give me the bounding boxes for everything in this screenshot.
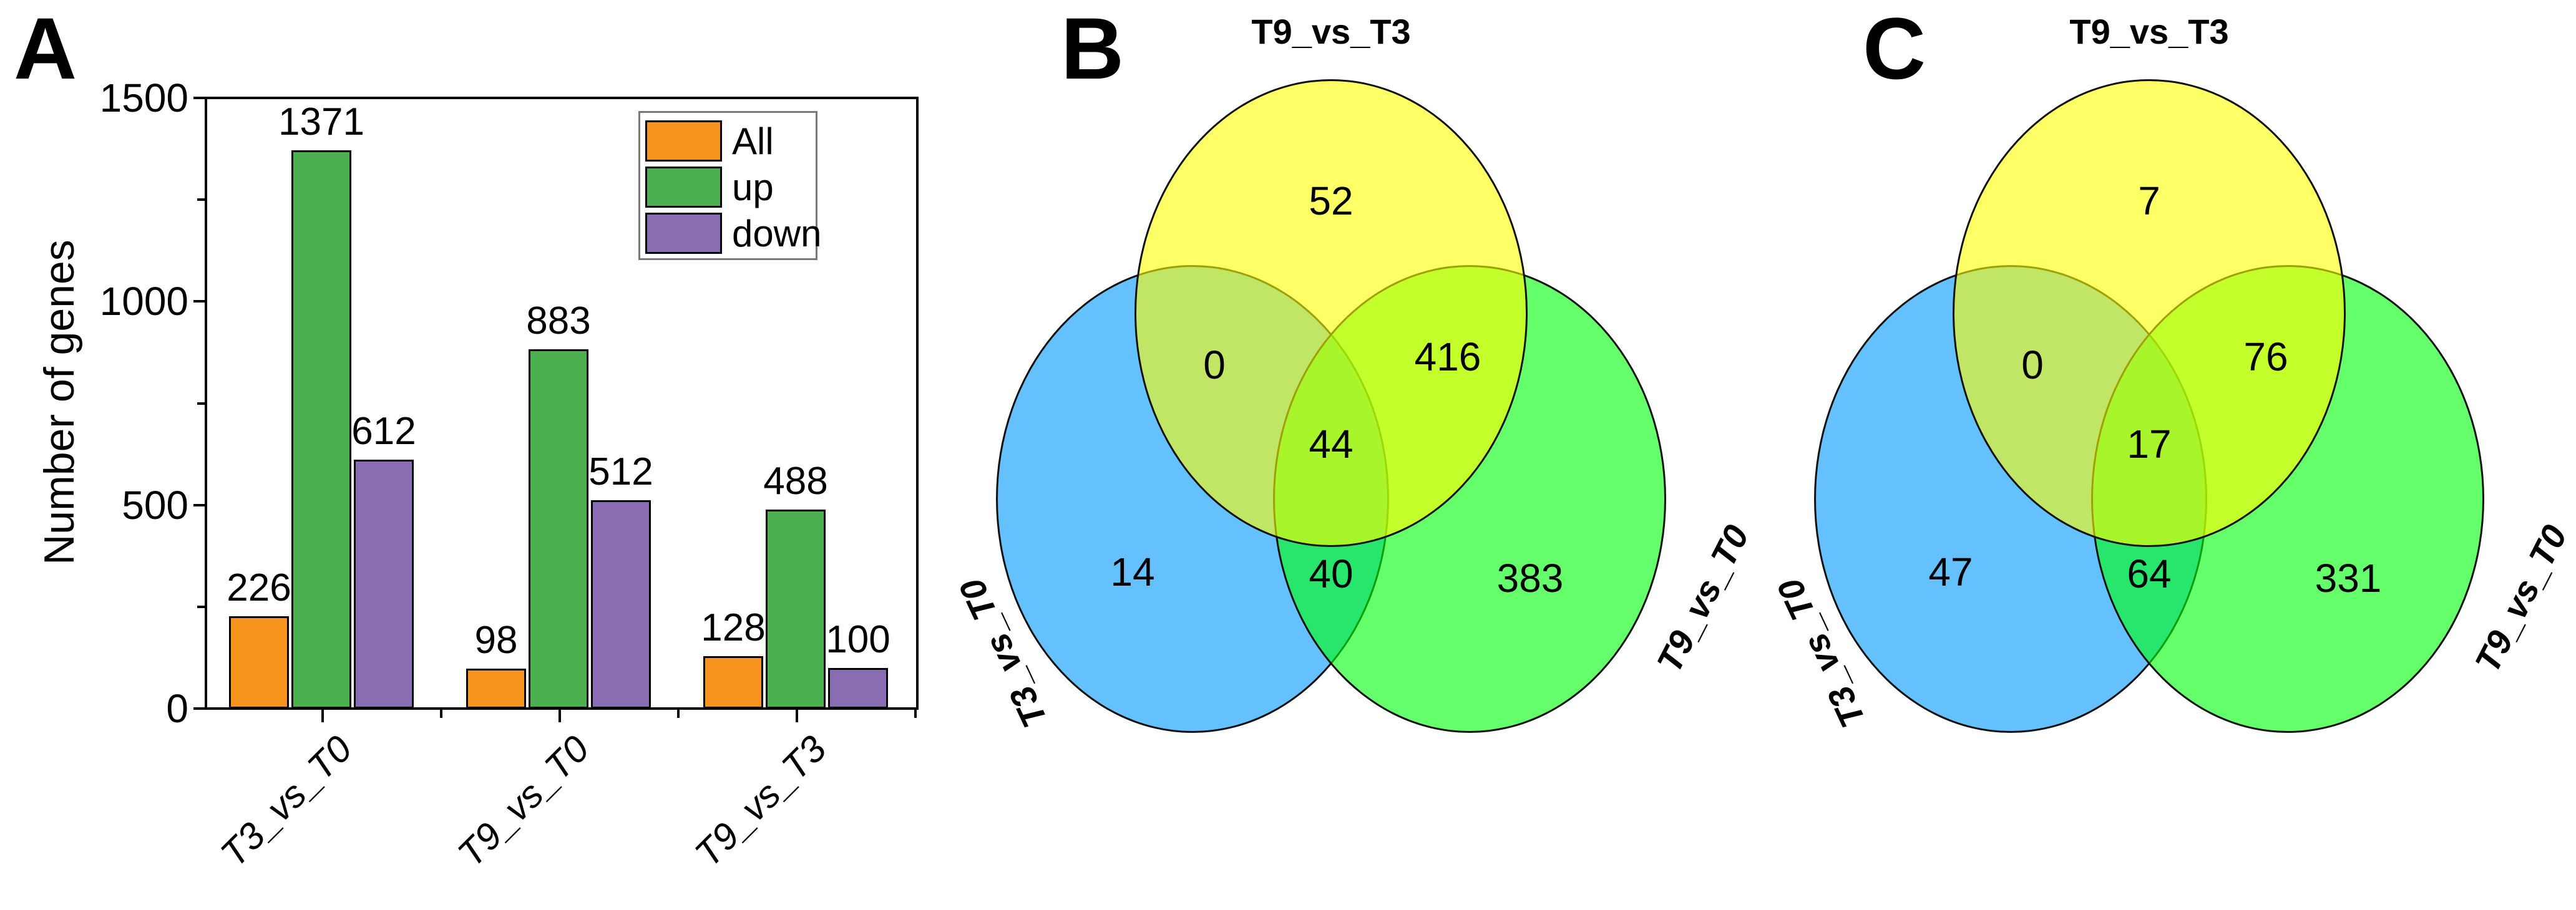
y-tick-label: 1000: [99, 279, 188, 324]
venn-count-top-left: 0: [2021, 342, 2044, 387]
venn-count-center: 17: [2127, 422, 2172, 467]
bar-value-label: 488: [763, 460, 828, 503]
legend-label-All: All: [732, 120, 774, 162]
venn-count-top-right: 416: [1414, 334, 1481, 379]
bar-down-T3_vs_T0: [354, 460, 414, 709]
x-minor-tick: [914, 710, 917, 718]
venn-count-bottom-center: 64: [2127, 551, 2172, 596]
venn-count-top-only: 52: [1309, 178, 1354, 223]
bar-value-label: 98: [474, 619, 518, 662]
bar-plot-frame: [205, 97, 919, 710]
bar-value-label: 512: [588, 450, 653, 493]
bar-value-label: 883: [526, 299, 591, 342]
venn-count-top-right: 76: [2243, 334, 2288, 379]
y-tick-label: 0: [166, 686, 188, 731]
bar-down-T9_vs_T3: [828, 668, 888, 709]
y-tick-label: 500: [122, 482, 188, 528]
venn-circle-top: [1134, 79, 1528, 547]
bar-value-label: 1371: [278, 100, 364, 143]
y-minor-tick: [197, 605, 206, 608]
y-major-tick: [193, 97, 206, 99]
legend-label-down: down: [732, 213, 822, 254]
bar-up-T9_vs_T0: [529, 349, 588, 709]
bar-up-T3_vs_T0: [291, 150, 351, 709]
venn-count-left-only: 14: [1110, 549, 1155, 594]
x-minor-tick: [677, 710, 680, 718]
panel-b-letter: B: [1061, 0, 1125, 97]
venn-count-top-only: 7: [2138, 178, 2160, 223]
x-major-tick: [559, 710, 561, 722]
bar-up-T9_vs_T3: [766, 510, 826, 709]
panel-a-letter: A: [14, 0, 77, 97]
bar-down-T9_vs_T0: [591, 500, 651, 709]
venn-circle-top: [1953, 79, 2346, 547]
x-minor-tick: [440, 710, 442, 718]
venn-count-center: 44: [1309, 422, 1354, 467]
y-minor-tick: [197, 198, 206, 201]
bar-all-T3_vs_T0: [229, 616, 289, 709]
y-major-tick: [193, 503, 206, 506]
venn-right-set-label: T9_vs_T0: [2467, 518, 2575, 679]
x-major-tick: [796, 710, 798, 722]
bar-all-T9_vs_T0: [466, 669, 526, 709]
venn-top-set-label: T9_vs_T3: [1251, 12, 1411, 51]
legend: All up down: [638, 111, 821, 260]
venn-count-right-only: 383: [1496, 556, 1564, 601]
bar-value-label: 100: [826, 618, 890, 661]
y-minor-tick: [197, 402, 206, 405]
venn-top-set-label: T9_vs_T3: [2069, 12, 2229, 51]
y-major-tick: [193, 300, 206, 303]
y-major-tick: [193, 707, 206, 710]
x-major-tick: [321, 710, 324, 722]
legend-swatch-up: [645, 167, 722, 208]
bar-value-label: 128: [701, 606, 766, 649]
legend-label-up: up: [732, 167, 774, 208]
bar-value-label: 612: [351, 410, 416, 453]
venn-count-right-only: 331: [2315, 556, 2382, 601]
y-tick-label: 1500: [99, 75, 188, 120]
bar-value-label: 226: [227, 566, 291, 609]
venn-count-bottom-center: 40: [1309, 551, 1354, 596]
legend-swatch-down: [645, 213, 722, 254]
venn-count-left-only: 47: [1928, 549, 1973, 594]
panel-c-letter: C: [1863, 0, 1926, 97]
legend-swatch-All: [645, 120, 722, 162]
venn-count-top-left: 0: [1203, 342, 1226, 387]
bar-all-T9_vs_T3: [703, 656, 763, 709]
